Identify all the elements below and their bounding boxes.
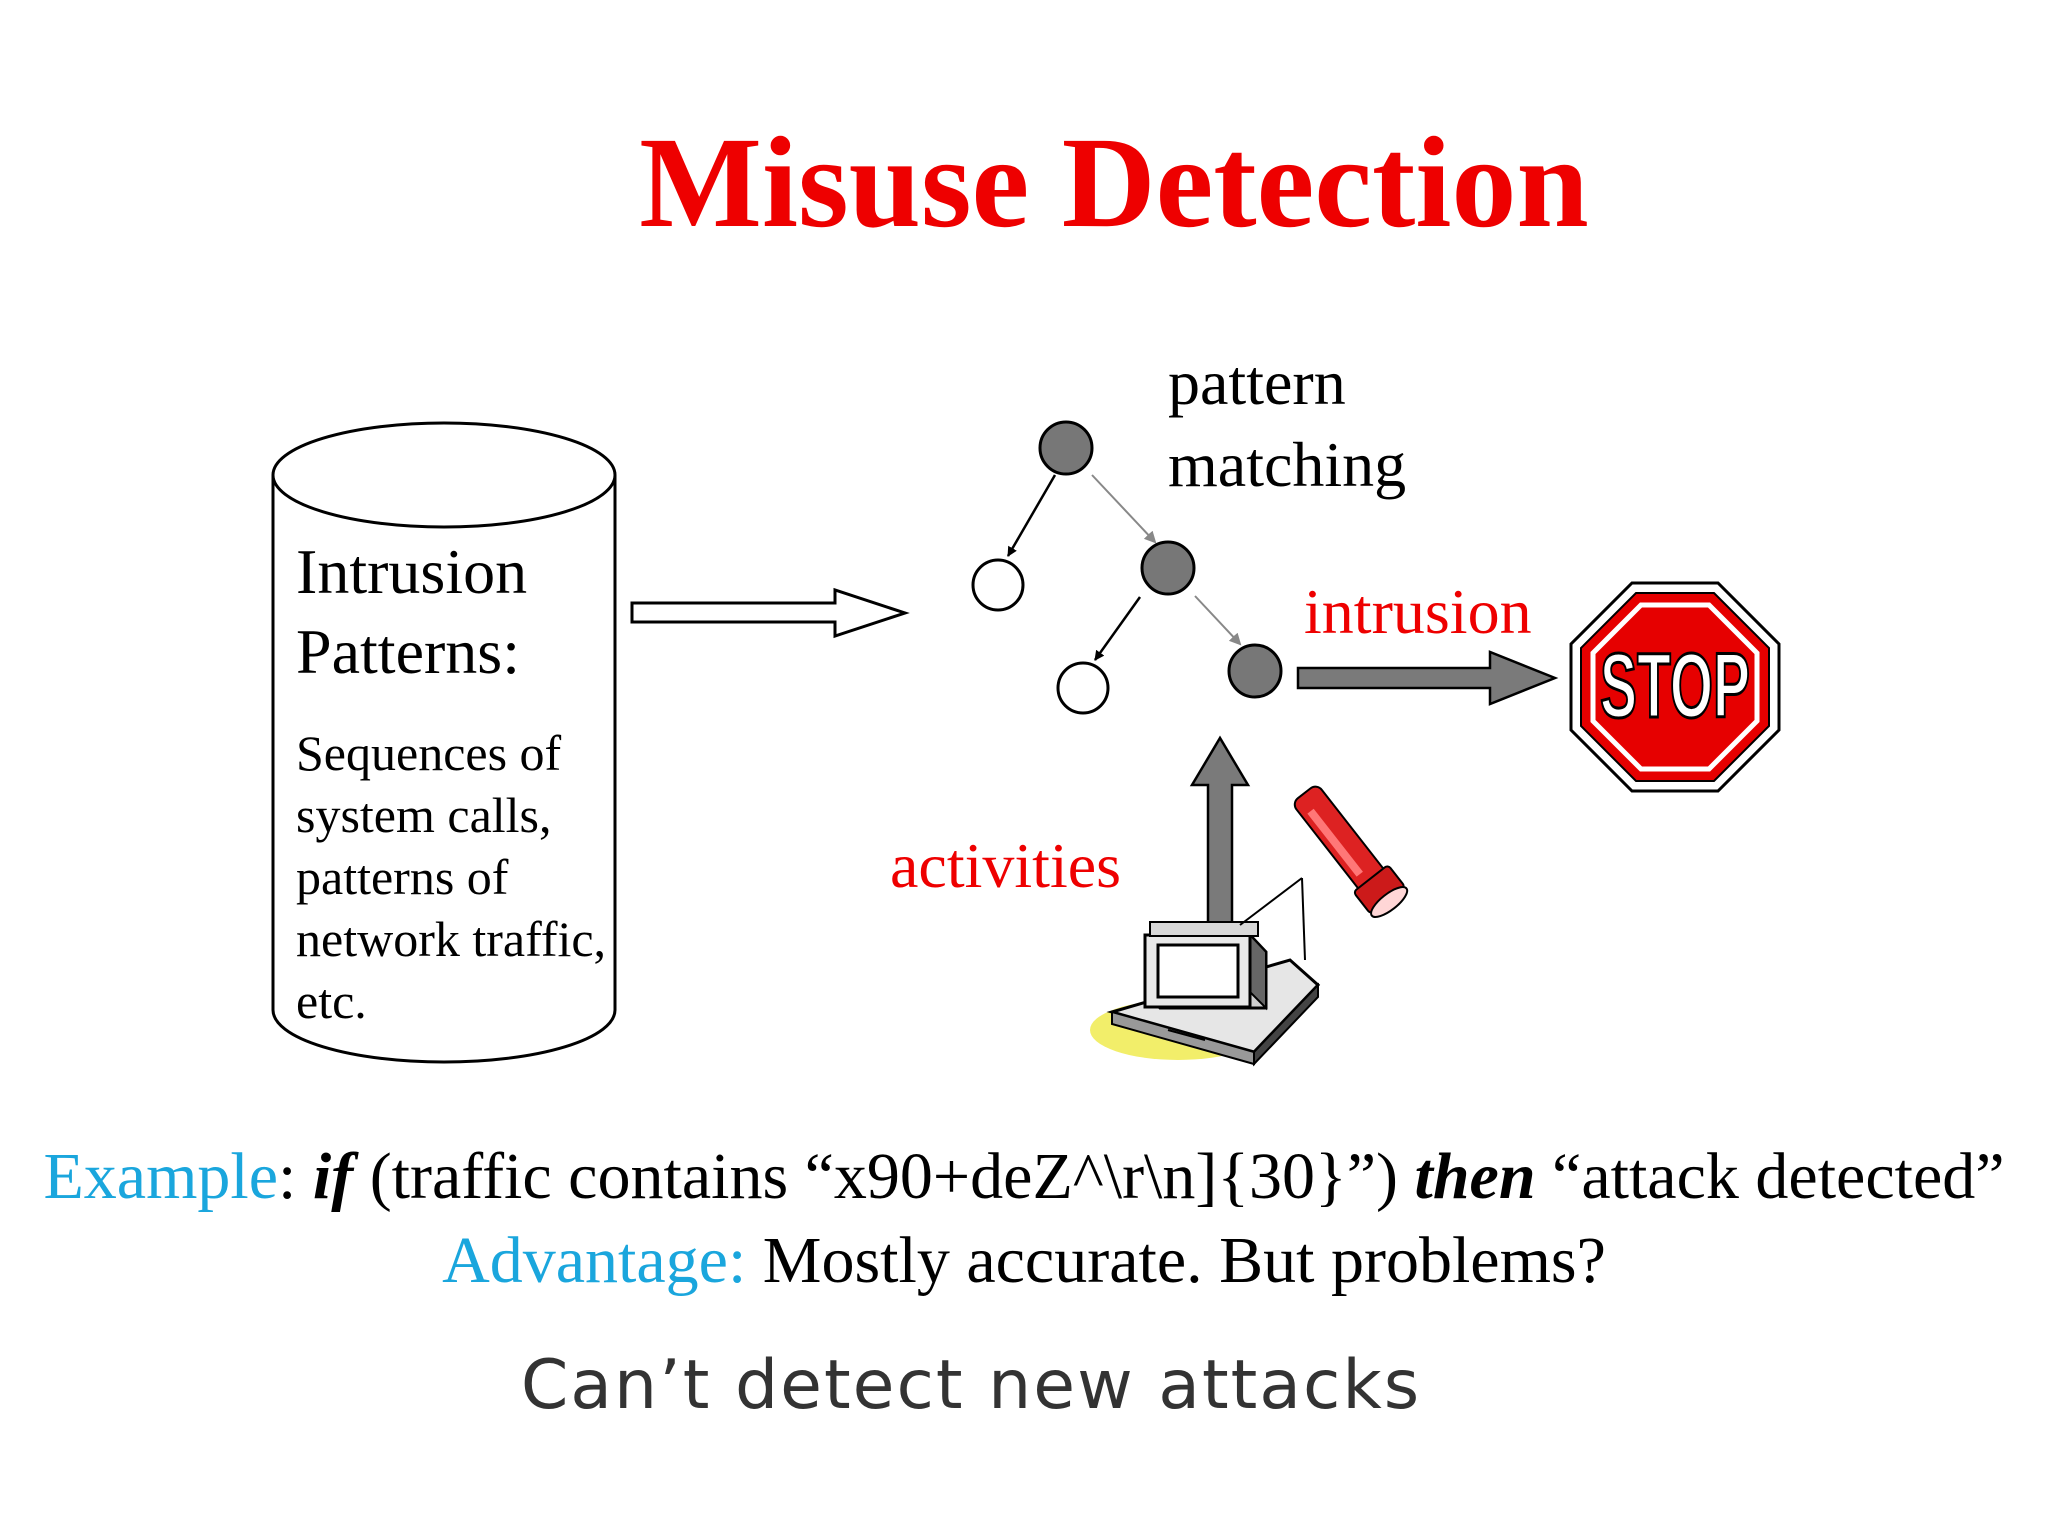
advantage-text: Mostly accurate. But problems? — [762, 1224, 1606, 1297]
tree-node-match — [1227, 643, 1283, 699]
database-heading: Intrusion Patterns: — [296, 532, 527, 692]
activities-label: activities — [890, 830, 1122, 901]
slide-title: Misuse Detection — [639, 111, 1589, 255]
example-line: Example: if (traffic contains “x90+deZ^\… — [0, 1144, 2048, 1210]
tree-node-left-leaf — [971, 558, 1025, 612]
database-description: Sequences of system calls, patterns of n… — [296, 722, 606, 1032]
stop-sign-icon: STOP — [1569, 581, 1781, 793]
example-result: “attack detected” — [1552, 1140, 2005, 1213]
example-condition: (traffic contains “x90+deZ^\r\n]{30}”) — [369, 1140, 1398, 1213]
database-line: patterns of — [296, 849, 509, 905]
advantage-label: Advantage: — [442, 1224, 747, 1297]
tree-node-root — [1038, 420, 1094, 476]
example-if-keyword: if — [312, 1140, 354, 1213]
database-to-matcher-arrow — [630, 587, 910, 639]
answer-text: Can’t detect new attacks — [520, 1346, 1422, 1425]
stop-sign-text: STOP — [1600, 635, 1750, 737]
pattern-label-line2: matching — [1168, 429, 1407, 500]
advantage-line: Advantage: Mostly accurate. But problems… — [0, 1228, 2048, 1294]
database-line: etc. — [296, 973, 367, 1029]
intrusion-patterns-database — [271, 421, 617, 1064]
database-heading-line1: Intrusion — [296, 536, 528, 607]
intrusion-arrow — [1296, 650, 1559, 706]
tree-node-lower-leaf — [1056, 661, 1110, 715]
database-line: network traffic, — [296, 911, 607, 967]
example-label: Example — [43, 1140, 279, 1213]
activities-arrow — [1189, 735, 1251, 927]
database-line: system calls, — [296, 787, 552, 843]
database-heading-line2: Patterns: — [296, 616, 520, 687]
tree-node-middle — [1140, 540, 1196, 596]
pattern-label-line1: pattern — [1168, 347, 1346, 418]
database-line: Sequences of — [296, 725, 562, 781]
monitored-computer-icon — [1090, 785, 1409, 1067]
example-then-keyword: then — [1414, 1140, 1536, 1213]
intrusion-label: intrusion — [1304, 576, 1532, 647]
pattern-matching-label: pattern matching — [1168, 342, 1406, 506]
example-colon: : — [278, 1140, 297, 1213]
pattern-tree-edges — [1006, 474, 1242, 661]
